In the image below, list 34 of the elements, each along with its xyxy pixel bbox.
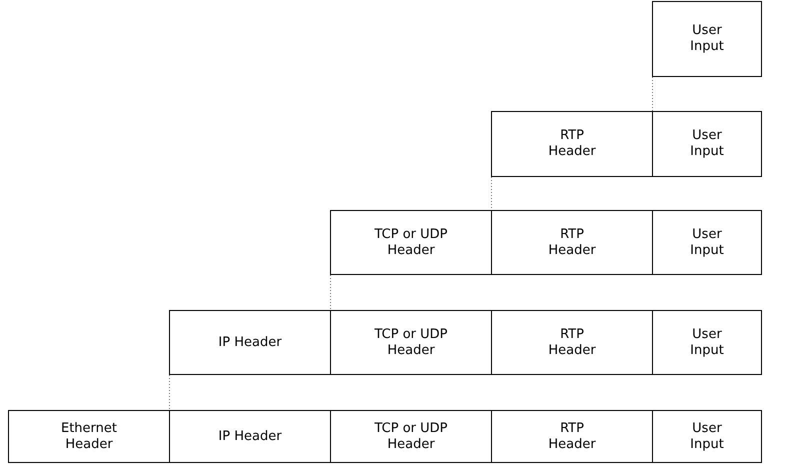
dotted-line xyxy=(652,76,653,112)
header-box xyxy=(491,111,653,177)
box-label: TCP or UDP Header xyxy=(373,326,449,358)
dotted-line xyxy=(491,176,492,210)
header-box xyxy=(491,410,653,463)
header-box xyxy=(169,410,331,463)
box-label: RTP Header xyxy=(547,128,597,160)
header-box xyxy=(169,310,331,375)
header-box xyxy=(8,410,170,463)
box-label: TCP or UDP Header xyxy=(373,226,449,258)
header-box xyxy=(652,1,762,77)
box-label: TCP or UDP Header xyxy=(373,420,449,452)
dotted-line xyxy=(169,374,170,410)
dotted-line xyxy=(330,274,331,310)
header-box xyxy=(330,210,492,275)
box-label: RTP Header xyxy=(547,226,597,258)
header-box xyxy=(652,410,762,463)
box-label: IP Header xyxy=(218,428,282,444)
box-label: RTP Header xyxy=(547,420,597,452)
box-label: User Input xyxy=(689,326,725,358)
header-box xyxy=(491,210,653,275)
box-label: Ethernet Header xyxy=(60,420,118,452)
header-box xyxy=(652,310,762,375)
box-label: User Input xyxy=(689,226,725,258)
box-label: IP Header xyxy=(218,334,282,350)
header-box xyxy=(330,310,492,375)
box-label: User Input xyxy=(689,23,725,55)
box-label: User Input xyxy=(689,420,725,452)
header-box xyxy=(652,210,762,275)
box-label: RTP Header xyxy=(547,326,597,358)
header-box xyxy=(652,111,762,177)
header-box xyxy=(330,410,492,463)
header-box xyxy=(491,310,653,375)
box-label: User Input xyxy=(689,128,725,160)
